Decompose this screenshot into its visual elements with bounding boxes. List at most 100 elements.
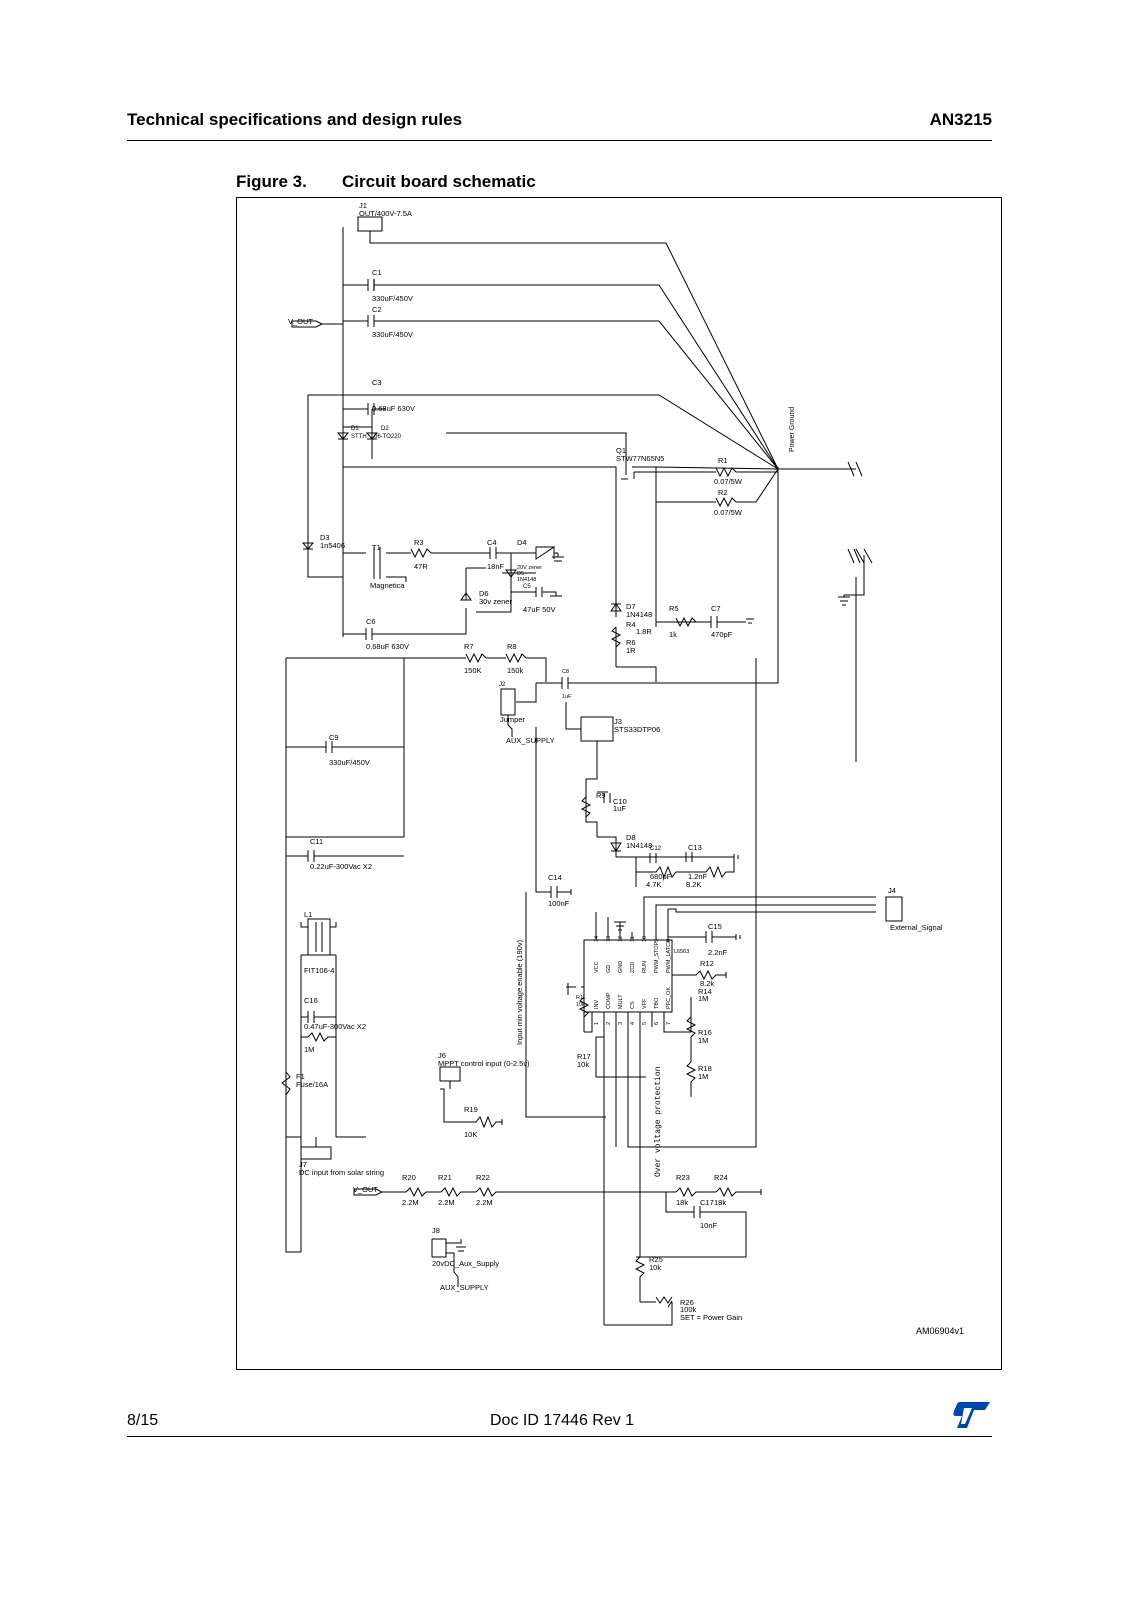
j6-label: J6 [438,1051,446,1060]
figure-id-label: AM06904v1 [916,1326,964,1336]
c1-label: C1 [372,268,382,277]
figure-caption: Figure 3. Circuit board schematic [236,172,536,192]
ic-pin-bottom-label: CS [630,1001,636,1009]
r1-value: 0.07/5W [714,477,743,486]
r2-value: 0.07/5W [714,508,743,517]
j7-label: J7 [299,1160,307,1169]
ic-pin-bottom-number: 4 [630,1022,636,1025]
ic-pin-bottom-label: VFF [642,998,648,1009]
j3-value: STS33DTP06 [614,725,660,734]
ic-pin-bottom-number: 7 [666,1022,672,1025]
c13-value: 1.2nF [688,872,708,881]
ic-pin-top-number: 12 [618,936,624,942]
ic-pin-top-label: PWM_LATCH [666,939,672,973]
q1-value: STW77N65N5 [616,454,664,463]
r8-value: 150k [507,666,524,675]
c17-label: C17 [700,1198,714,1207]
d2-value: 06-TO220 [374,434,402,440]
r-1m-input-value: 1M [304,1045,314,1054]
d5-value: 1N4148 [517,577,536,583]
section-title: Technical specifications and design rule… [127,110,463,129]
j2-label: J2 [499,682,506,688]
r11-value: 10k [576,1002,585,1008]
figure-title: Circuit board schematic [342,172,536,191]
ic-pin-bottom-number: 1 [594,1022,600,1025]
d6-label: D6 [479,589,489,598]
v-out-top-label: V_OUT [288,317,313,326]
r5-label: R5 [669,604,679,613]
ic-pin-top-number: 8 [666,939,672,942]
j6-value: MPPT control input (0-2.5v) [438,1059,530,1068]
r22-label: R22 [476,1173,490,1182]
schematic-labels: J1 OUT/400V-7.5A C1 330uF/450V C2 330uF/… [288,201,964,1336]
l1-label: L1 [304,910,312,919]
c4-label: C4 [487,538,497,547]
f1-label: F1 [296,1072,305,1081]
c6-value: 0.68uF 630V [366,642,409,651]
j4-label: J4 [888,886,896,895]
c16-label: C16 [304,996,318,1005]
d8-label: D8 [626,833,636,842]
r20-label: R20 [402,1173,416,1182]
ic-pin-top-number: 13 [606,936,612,942]
c8-label: C8 [562,669,569,675]
ic-pin-bottom-label: INV [594,1000,600,1010]
ic-pin-bottom-label: TBO [654,997,660,1009]
c15-value: 2.2nF [708,948,728,957]
r26-value: 100k [680,1305,697,1314]
r26-note: SET = Power Gain [680,1313,742,1322]
document-id: Doc ID 17446 Rev 1 [490,1412,635,1429]
r20-value: 2.2M [402,1198,419,1207]
ic-pin-top-number: 14 [594,936,600,942]
power-ground-label: Power Ground [789,407,796,452]
d7-label: D7 [626,602,636,611]
r17-label: R17 [577,1052,591,1061]
q1-label: Q1 [616,446,626,455]
input-min-voltage-label: Input min voltage enable (190v) [515,939,524,1045]
figure-frame [236,197,1002,1370]
ic-pin-bottom-number: 6 [654,1022,660,1025]
r7-value: 150K [464,666,482,675]
ic-pin-top-number: 9 [654,939,660,942]
r4-label: R4 [626,620,636,629]
j8-value: 20vDC_Aux_Supply [432,1259,499,1268]
r24-label: R24 [714,1173,728,1182]
j1-label: J1 [359,201,367,210]
d7-value: 1N4148 [626,610,652,619]
ic-pin-bottom-number: 2 [606,1022,612,1025]
j3-label: J3 [614,717,622,726]
ic-pin-top-number: 10 [642,936,648,942]
d2-label: D2 [381,426,389,432]
ic-pin-bottom-number: 5 [642,1022,648,1025]
ic-pin-top-label: VCC [594,961,600,973]
r6-label: R6 [626,638,636,647]
c7-value: 470pF [711,630,733,639]
r3-value: 47R [414,562,428,571]
j7-value: DC input from solar string [299,1168,384,1177]
r24-value: 18k [714,1198,726,1207]
footer-rule [127,1436,992,1437]
r8-label: R8 [507,642,517,651]
d3-value: 1n5406 [320,541,345,550]
document-code: AN3215 [929,110,992,129]
schematic-wires [281,216,903,1326]
d1-value: STTH [351,434,367,440]
figure-number: Figure 3. [236,172,307,191]
t1-value: Magnetica [370,581,405,590]
r14-value: 1M [698,994,708,1003]
j8-label: J8 [432,1226,440,1235]
over-voltage-protection-label: Over voltage protection [654,1066,663,1177]
r-4-7k-value: 4.7K [646,880,661,889]
r11-label: R11 [576,995,586,1001]
r25-label: R25 [649,1255,663,1264]
c1-value: 330uF/450V [372,294,413,303]
c3-label: C3 [372,378,382,387]
r5-value: 1k [669,630,677,639]
header-rule [127,140,992,141]
r18-label: R18 [698,1064,712,1073]
ic-pin-bottom-label: PFC_OK [666,987,672,1009]
r4-value: 1.8R [636,627,652,636]
r21-label: R21 [438,1173,452,1182]
c2-label: C2 [372,305,382,314]
ic-pin-bottom-label: MULT [618,994,624,1009]
